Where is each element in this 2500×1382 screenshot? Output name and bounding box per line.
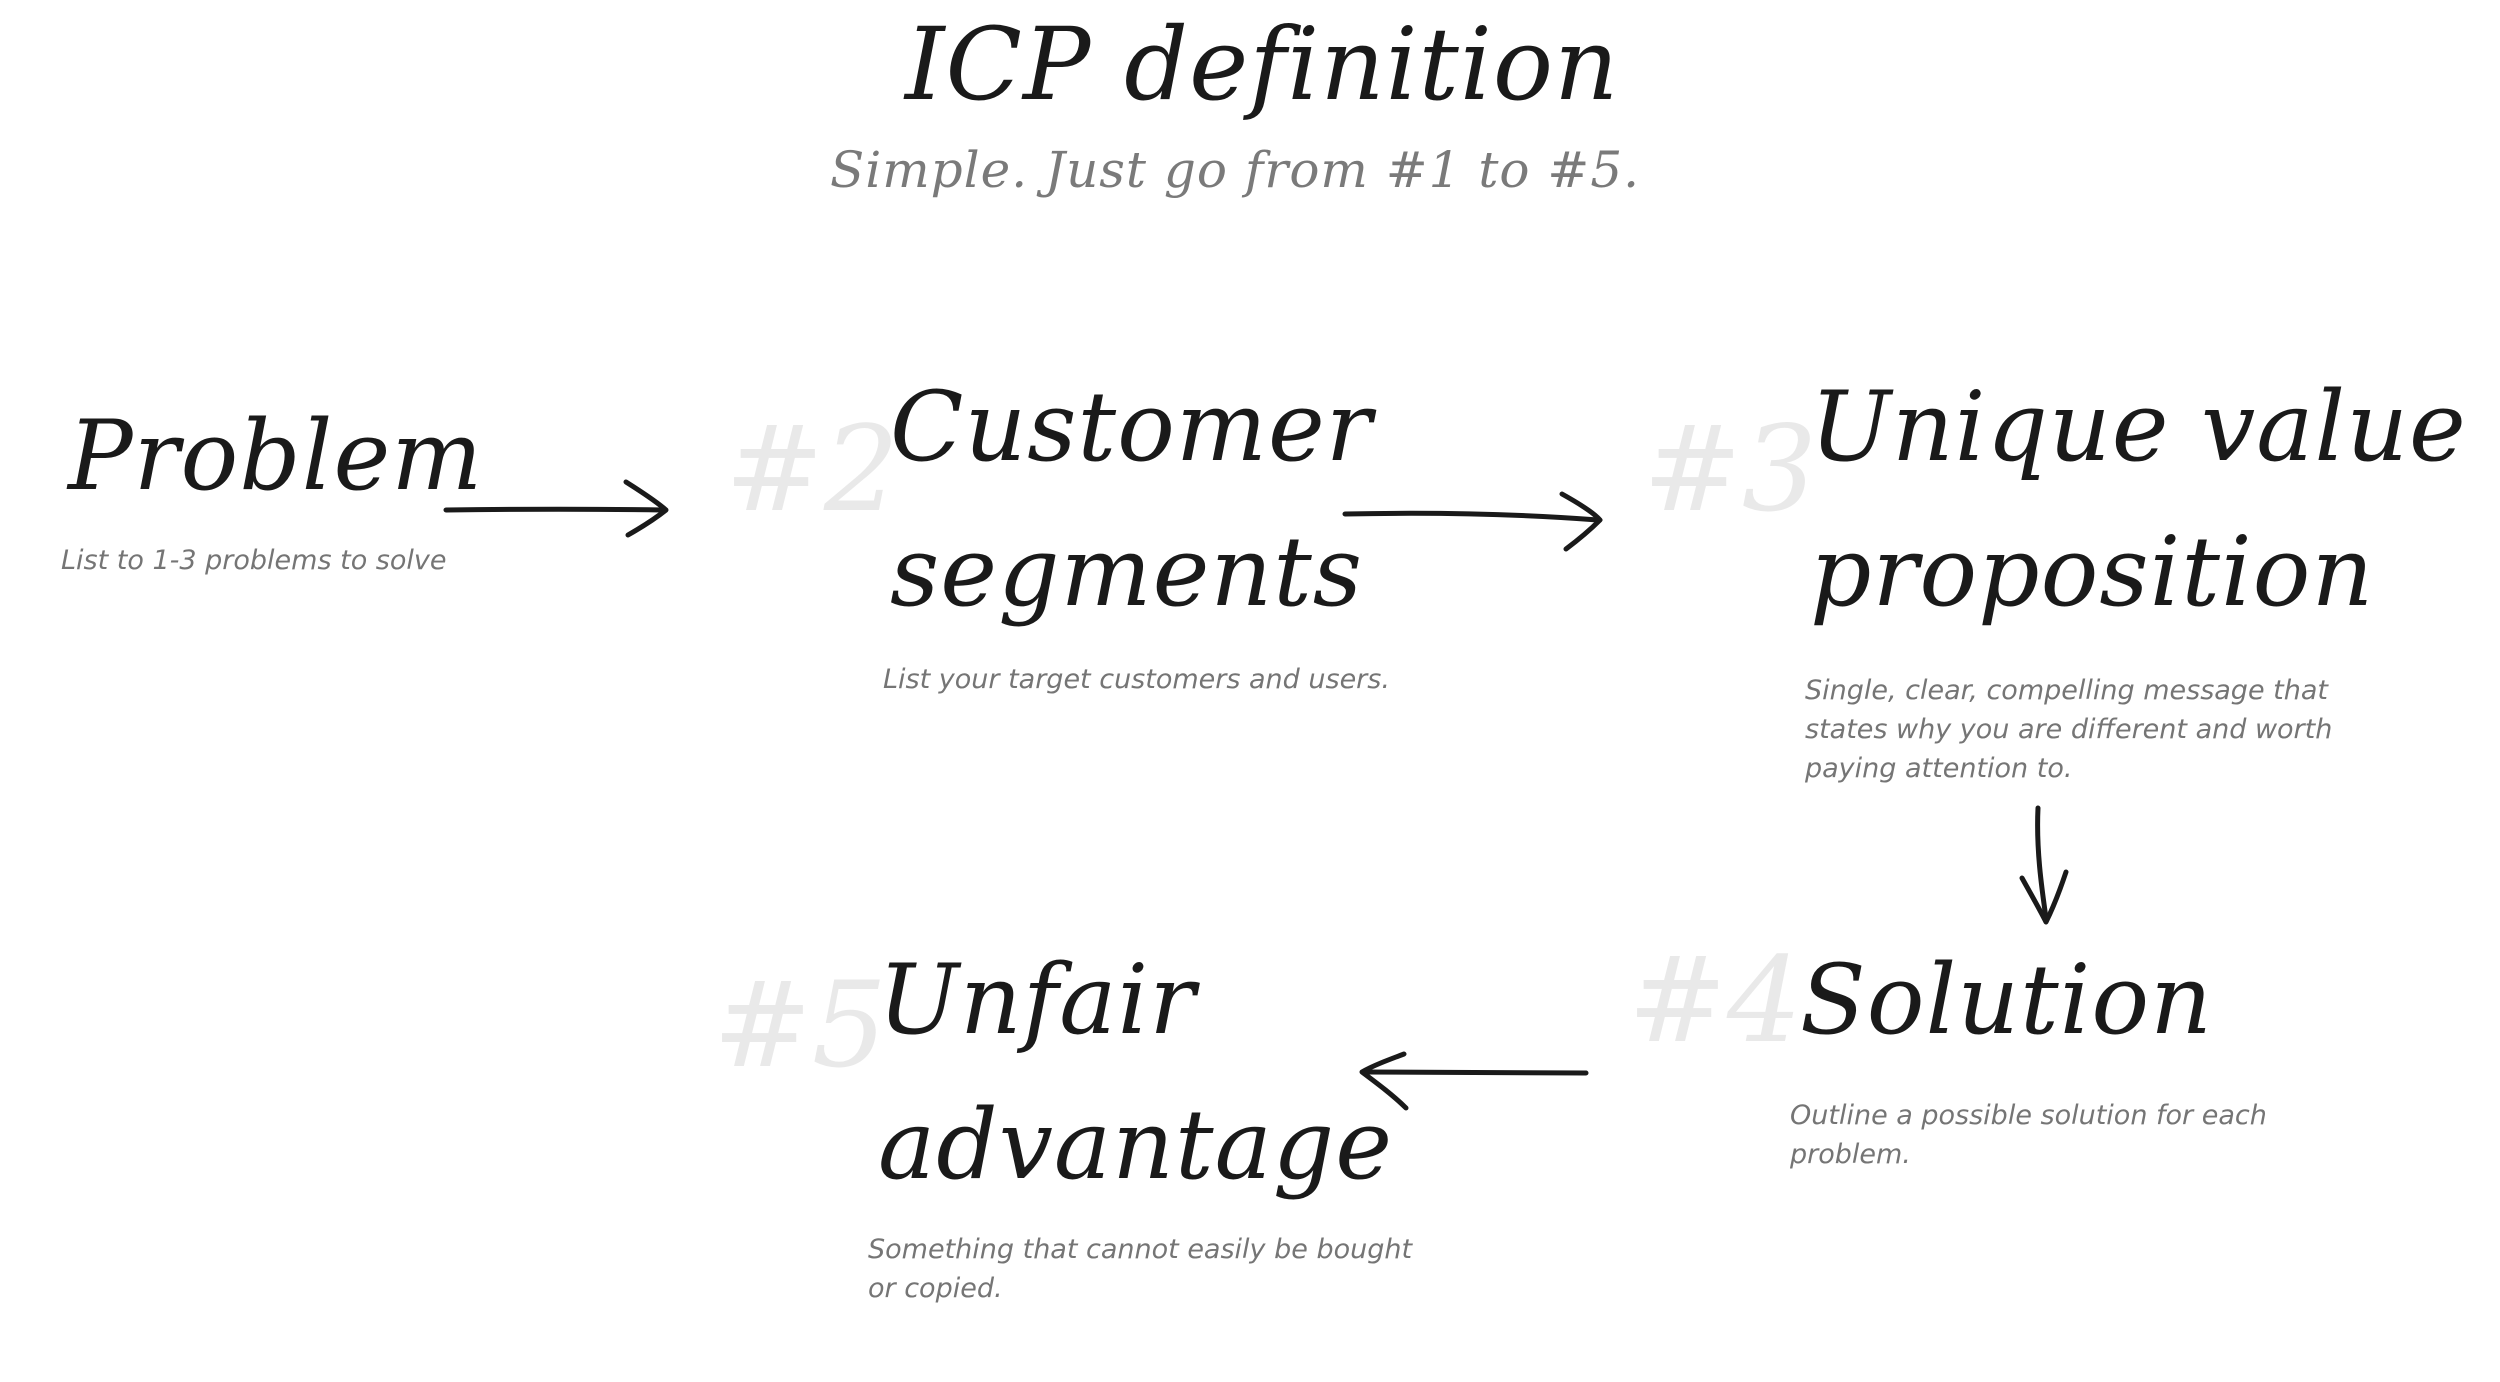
- step-3-title-line-2: proposition: [1810, 516, 2375, 628]
- step-5-number: #5: [713, 956, 887, 1094]
- step-4-title: Solution: [1800, 944, 2213, 1056]
- step-2-title-line-1: Customer: [890, 371, 1373, 483]
- step-4-number: #4: [1628, 931, 1802, 1069]
- step-1-description: List to 1-3 problems to solve: [61, 545, 447, 576]
- arrow-4-to-5: [1359, 1051, 1589, 1111]
- step-2-number: #2: [725, 400, 899, 538]
- step-3-description: Single, clear, compelling message that s…: [1805, 675, 2333, 784]
- step-5-title-line-1: Unfair: [878, 944, 1197, 1056]
- step-2-title-line-2: segments: [890, 516, 1364, 628]
- step-5-description: Something that cannot easily be bought o…: [868, 1234, 1413, 1304]
- step-4-description: Outline a possible solution for each pro…: [1790, 1100, 2267, 1170]
- step-3-title-line-1: Unique value: [1810, 371, 2467, 483]
- page-subtitle: Simple. Just go from #1 to #5.: [830, 141, 1641, 199]
- step-3-number: #3: [1643, 400, 1817, 538]
- step-2-description: List your target customers and users.: [883, 664, 1390, 695]
- arrow-2-to-3: [1342, 491, 1603, 552]
- arrow-3-to-4: [2019, 805, 2069, 925]
- page-title: ICP definition: [905, 6, 1620, 123]
- step-1-title: Problem: [68, 400, 484, 512]
- step-5-title-line-2: advantage: [878, 1089, 1394, 1201]
- arrow-1-to-2: [443, 479, 669, 538]
